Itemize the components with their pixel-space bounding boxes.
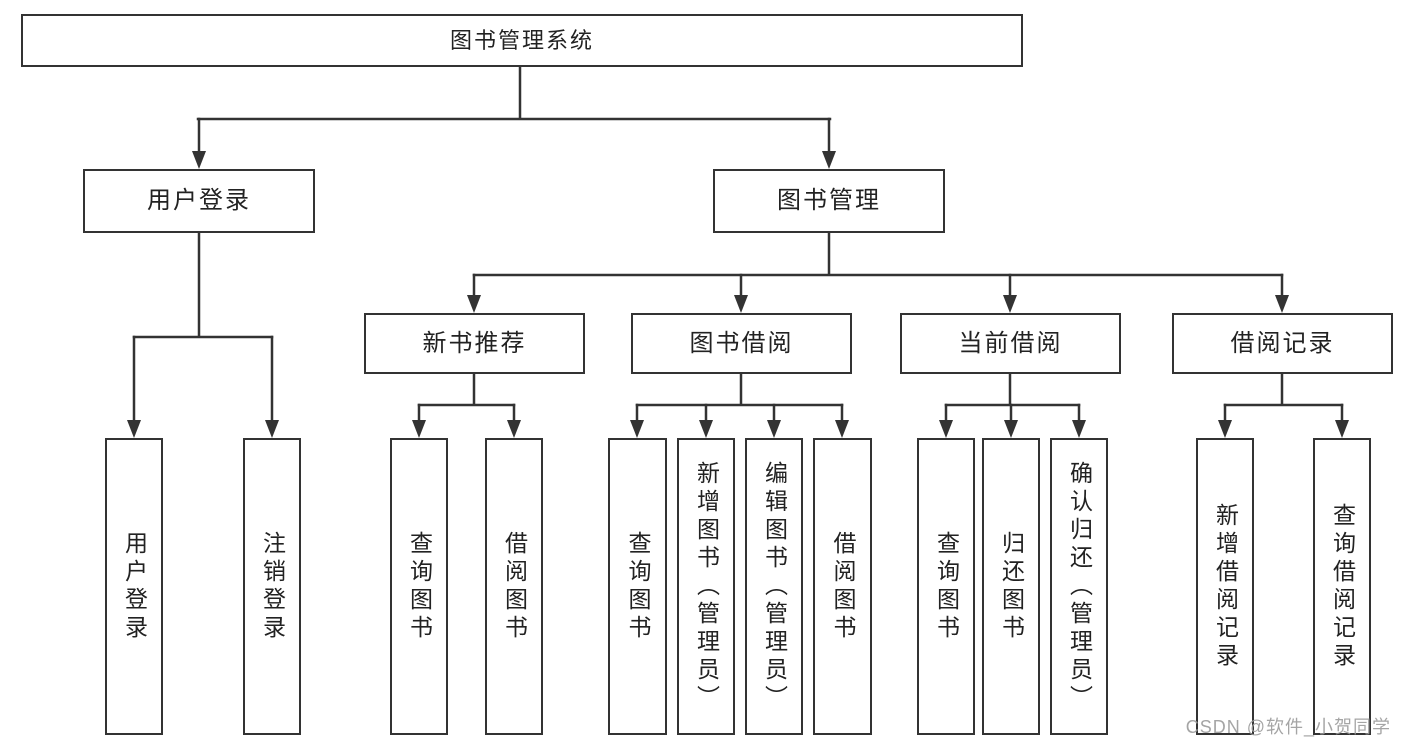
connector-user-login-children bbox=[127, 231, 279, 438]
node-library-system: 图书管理系统 bbox=[21, 14, 1023, 67]
leaf-cb-query-books-label: 查询图书 bbox=[933, 530, 960, 643]
leaf-rec-add-record-label: 新增借阅记录 bbox=[1212, 502, 1239, 671]
leaf-user-login: 用户登录 bbox=[105, 438, 163, 735]
node-book-borrow: 图书借阅 bbox=[631, 313, 852, 374]
leaf-cb-return-books: 归还图书 bbox=[982, 438, 1040, 735]
leaf-rec-add-record: 新增借阅记录 bbox=[1196, 438, 1254, 735]
leaf-logout: 注销登录 bbox=[243, 438, 301, 735]
node-borrow-records: 借阅记录 bbox=[1172, 313, 1393, 374]
leaf-bb-query-books: 查询图书 bbox=[608, 438, 667, 735]
node-book-management-label: 图书管理 bbox=[777, 187, 881, 214]
leaf-bb-add-books-admin: 新增图书（管理员） bbox=[677, 438, 735, 735]
node-new-book-recommend: 新书推荐 bbox=[364, 313, 585, 374]
connector-book-mgmt-to-level3 bbox=[467, 231, 1289, 313]
leaf-bb-add-books-admin-label: 新增图书（管理员） bbox=[693, 460, 720, 713]
node-borrow-records-label: 借阅记录 bbox=[1230, 329, 1335, 357]
leaf-logout-label: 注销登录 bbox=[259, 530, 286, 643]
leaf-rec-query-record: 查询借阅记录 bbox=[1313, 438, 1371, 735]
node-user-login: 用户登录 bbox=[83, 169, 315, 233]
connector-current-borrow-children bbox=[939, 372, 1086, 438]
leaf-bb-borrow-books-label: 借阅图书 bbox=[830, 530, 856, 643]
leaf-nb-borrow-books: 借阅图书 bbox=[485, 438, 543, 735]
leaf-rec-query-record-label: 查询借阅记录 bbox=[1329, 502, 1356, 671]
leaf-bb-edit-books-admin: 编辑图书（管理员） bbox=[745, 438, 803, 735]
node-book-management: 图书管理 bbox=[713, 169, 945, 233]
leaf-nb-query-books: 查询图书 bbox=[390, 438, 448, 735]
leaf-nb-borrow-books-label: 借阅图书 bbox=[501, 530, 528, 643]
node-current-borrow-label: 当前借阅 bbox=[958, 329, 1063, 357]
leaf-bb-query-books-label: 查询图书 bbox=[625, 530, 651, 643]
node-book-borrow-label: 图书借阅 bbox=[689, 329, 794, 357]
csdn-watermark: CSDN @软件_小贺同学 bbox=[1185, 717, 1391, 737]
connector-root-to-level2 bbox=[192, 65, 836, 169]
leaf-bb-borrow-books: 借阅图书 bbox=[813, 438, 872, 735]
node-library-system-label: 图书管理系统 bbox=[449, 27, 594, 53]
connector-records-children bbox=[1218, 372, 1349, 438]
leaf-bb-edit-books-admin-label: 编辑图书（管理员） bbox=[761, 460, 788, 713]
leaf-user-login-label: 用户登录 bbox=[121, 530, 148, 643]
leaf-cb-confirm-return-admin-label: 确认归还（管理员） bbox=[1066, 460, 1093, 713]
node-new-book-recommend-label: 新书推荐 bbox=[422, 329, 527, 357]
leaf-cb-confirm-return-admin: 确认归还（管理员） bbox=[1050, 438, 1108, 735]
connector-new-book-children bbox=[412, 372, 521, 438]
leaf-cb-return-books-label: 归还图书 bbox=[998, 530, 1025, 643]
leaf-cb-query-books: 查询图书 bbox=[917, 438, 975, 735]
node-current-borrow: 当前借阅 bbox=[900, 313, 1121, 374]
node-user-login-label: 用户登录 bbox=[147, 187, 251, 214]
connector-book-borrow-children bbox=[630, 372, 849, 438]
leaf-nb-query-books-label: 查询图书 bbox=[406, 530, 433, 643]
